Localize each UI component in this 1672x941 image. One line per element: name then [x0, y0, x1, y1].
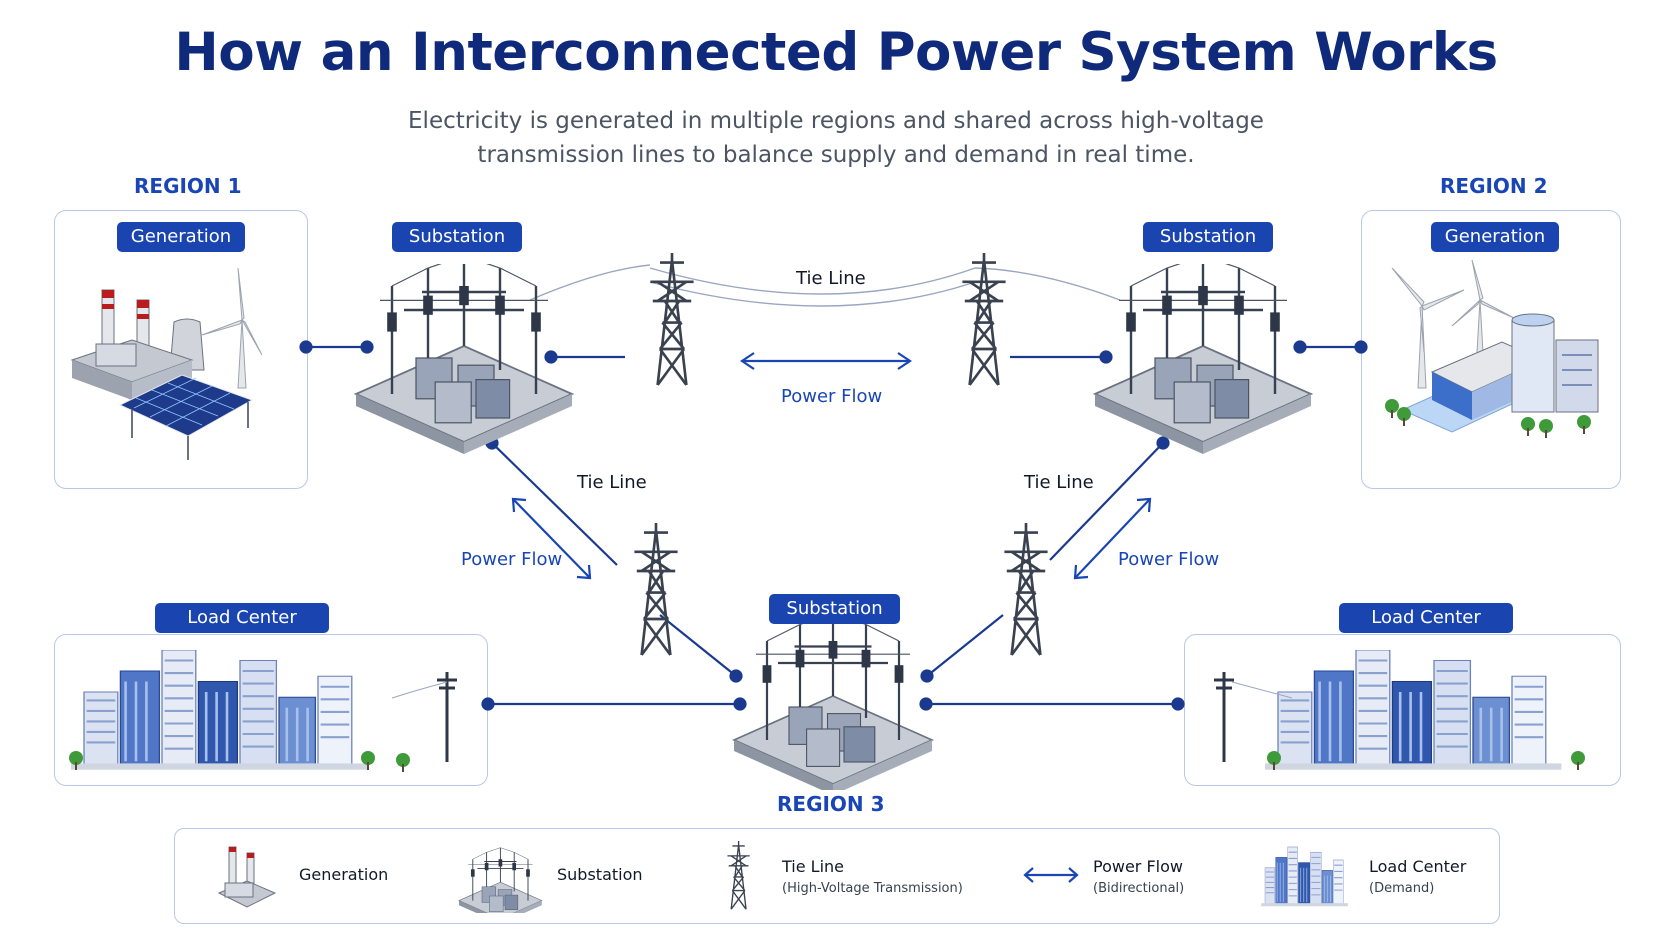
legend-power-flow-sublabel: (Bidirectional) — [1093, 881, 1185, 896]
generation-tag-region-1: Generation — [117, 222, 245, 252]
load-center-right-illustration — [1212, 650, 1585, 772]
bidirectional-arrow-icon — [1023, 867, 1079, 883]
legend-tie-line-sublabel: (High-Voltage Transmission) — [782, 881, 963, 896]
right-tower-to-sub3-line — [920, 614, 1004, 683]
substation-icon — [458, 847, 543, 913]
wind-turbine-icon — [201, 267, 263, 389]
load1-to-sub3-line — [481, 697, 747, 711]
legend-item-power-flow: Power Flow (Bidirectional) — [1021, 829, 1201, 923]
substation-left-illustration — [354, 264, 574, 454]
top-left-transmission-tower — [649, 253, 695, 387]
transmission-tower-icon — [726, 841, 751, 910]
legend-tie-line-label: Tie Line — [782, 857, 844, 876]
sub1-to-left-tower-line — [485, 436, 618, 566]
page-subtitle: Electricity is generated in multiple reg… — [336, 104, 1336, 172]
load-center-tag-left: Load Center — [155, 603, 329, 633]
substation-tag-left: Substation — [392, 222, 522, 252]
left-power-flow-arrow — [511, 497, 592, 580]
legend-item-substation: Substation — [455, 829, 665, 923]
left-transmission-tower — [633, 523, 679, 657]
right-power-flow-label: Power Flow — [1118, 549, 1220, 570]
region-1-generation-illustration — [70, 267, 263, 460]
legend-item-generation: Generation — [205, 829, 405, 923]
page-title: How an Interconnected Power System Works — [174, 22, 1498, 83]
legend: Generation Substation Tie Line (High-Vol… — [174, 828, 1500, 924]
top-tie-line-label: Tie Line — [796, 268, 866, 289]
solar-panel-icon — [118, 374, 254, 460]
gen1-to-sub1-line — [299, 340, 374, 354]
legend-power-flow-label: Power Flow — [1093, 857, 1183, 876]
substation-bottom-illustration — [732, 620, 934, 790]
top-power-flow-label: Power Flow — [781, 386, 883, 407]
legend-substation-label: Substation — [557, 865, 643, 884]
region-2-label: REGION 2 — [1440, 174, 1548, 198]
legend-item-load-center: Load Center (Demand) — [1257, 829, 1477, 923]
substation-right-illustration — [1093, 264, 1313, 454]
legend-load-center-label: Load Center — [1369, 857, 1467, 876]
legend-item-tie-line: Tie Line (High-Voltage Transmission) — [720, 829, 970, 923]
legend-generation-label: Generation — [299, 865, 389, 884]
power-plant-icon — [70, 289, 205, 400]
substation-tag-right: Substation — [1143, 222, 1273, 252]
left-tower-to-sub3-line — [659, 614, 743, 683]
left-tie-line-label: Tie Line — [577, 472, 647, 493]
subtitle-line-1: Electricity is generated in multiple reg… — [408, 108, 1264, 134]
substation-tag-bottom: Substation — [769, 594, 900, 624]
sub3-to-load2-line — [919, 697, 1185, 711]
region-3-label: REGION 3 — [777, 792, 885, 816]
left-power-flow-label: Power Flow — [461, 549, 563, 570]
right-power-flow-arrow — [1073, 497, 1152, 580]
city-buildings-icon — [1260, 846, 1349, 907]
region-2-generation-illustration — [1385, 260, 1599, 438]
region-1-label: REGION 1 — [134, 174, 242, 198]
top-power-flow-arrow — [740, 352, 912, 370]
right-transmission-tower — [1003, 523, 1049, 657]
subtitle-line-2: transmission lines to balance supply and… — [477, 142, 1195, 168]
legend-load-center-sublabel: (Demand) — [1369, 881, 1435, 896]
power-plant-icon — [217, 846, 277, 908]
top-tower-to-sub2-line — [1010, 350, 1113, 364]
generation-tag-region-2: Generation — [1431, 222, 1559, 252]
sub2-to-right-tower-line — [1049, 436, 1170, 561]
load-center-tag-right: Load Center — [1339, 603, 1513, 633]
tie-line-wires — [529, 264, 1121, 307]
load-center-left-illustration — [69, 650, 459, 772]
top-right-transmission-tower — [961, 253, 1007, 387]
right-tie-line-label: Tie Line — [1024, 472, 1094, 493]
sub2-to-gen2-line — [1293, 340, 1368, 354]
nuclear-tower-icon — [1511, 313, 1599, 413]
sub1-to-top-tower-line — [544, 350, 625, 364]
